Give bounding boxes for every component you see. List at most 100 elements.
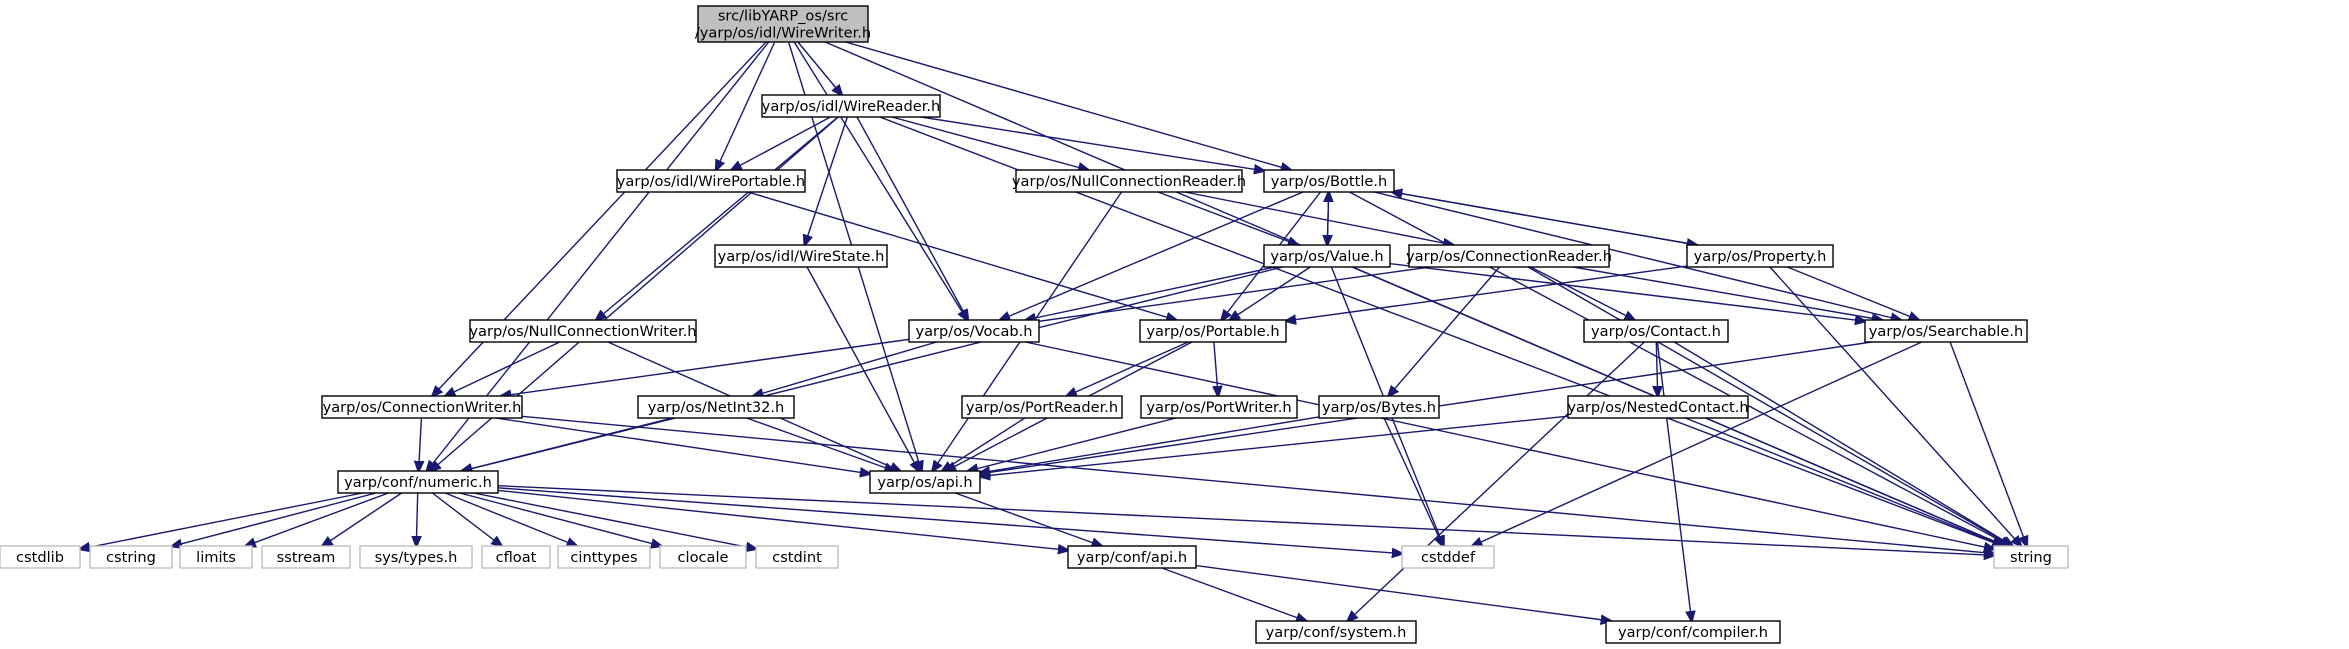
node-numeric[interactable]: yarp/conf/numeric.h: [337, 470, 499, 494]
node-box-cstdlib: [0, 545, 81, 569]
node-label-cstring-0: cstring: [106, 549, 156, 566]
node-label-netint32-0: yarp/os/NetInt32.h: [648, 399, 785, 416]
edge-netint32-to-osapi: [746, 417, 895, 471]
nodes-layer: src/libYARP_os/src/yarp/os/idl/WireWrite…: [0, 5, 2069, 644]
edge-numeric-to-cstddef: [497, 487, 1402, 554]
node-portwriter[interactable]: yarp/os/PortWriter.h: [1140, 395, 1298, 419]
edge-numeric-to-sstream: [322, 492, 402, 546]
node-cstddef: cstddef: [1401, 545, 1495, 569]
edge-numeric-to-cfloat: [431, 492, 501, 546]
node-nullconnreader[interactable]: yarp/os/NullConnectionReader.h: [1012, 169, 1246, 193]
node-label-wirereader-0: yarp/os/idl/WireReader.h: [762, 98, 941, 115]
edge-numeric-to-cstdint: [473, 492, 756, 549]
edge-wirestate-to-osapi: [806, 266, 919, 471]
node-portable[interactable]: yarp/os/Portable.h: [1139, 319, 1287, 343]
node-box-property: [1686, 244, 1834, 268]
edge-wirereader-to-wirestate: [805, 116, 848, 245]
node-bytes[interactable]: yarp/os/Bytes.h: [1318, 395, 1440, 419]
node-value[interactable]: yarp/os/Value.h: [1263, 244, 1391, 268]
node-label-numeric-0: yarp/conf/numeric.h: [344, 474, 492, 491]
node-contact[interactable]: yarp/os/Contact.h: [1583, 319, 1729, 343]
node-wirereader[interactable]: yarp/os/idl/WireReader.h: [761, 94, 941, 118]
edge-connwriter-to-string: [521, 415, 1994, 553]
node-label-cstdlib-0: cstdlib: [16, 549, 64, 566]
edge-wirereader-to-nullconnwriter: [596, 116, 839, 320]
edge-wirereader-to-bottle: [920, 116, 1264, 171]
node-box-searchable: [1864, 319, 2028, 343]
node-label-connwriter-0: yarp/os/ConnectionWriter.h: [323, 399, 522, 416]
node-label-osapi-0: yarp/os/api.h: [877, 474, 972, 491]
node-searchable[interactable]: yarp/os/Searchable.h: [1864, 319, 2028, 343]
edge-value-to-vocab: [1026, 266, 1276, 320]
node-box-portable: [1139, 319, 1287, 343]
edge-numeric-to-limits: [246, 492, 389, 546]
edge-nestedcontact-to-osapi: [980, 415, 1569, 476]
edge-value-to-bottle: [1327, 192, 1328, 246]
node-wireportable[interactable]: yarp/os/idl/WirePortable.h: [616, 169, 806, 193]
node-box-cstring: [89, 545, 173, 569]
edge-nestedcontact-to-string: [1685, 417, 2003, 546]
node-root[interactable]: src/libYARP_os/src/yarp/os/idl/WireWrite…: [695, 5, 871, 43]
node-netint32[interactable]: yarp/os/NetInt32.h: [637, 395, 795, 419]
edge-root-to-wirereader: [797, 41, 842, 95]
node-connwriter[interactable]: yarp/os/ConnectionWriter.h: [321, 395, 523, 419]
node-box-cinttypes: [557, 545, 651, 569]
edge-value-to-searchable: [1389, 262, 1865, 322]
edge-vocab-to-string: [1025, 341, 1994, 549]
node-nullconnwriter[interactable]: yarp/os/NullConnectionWriter.h: [469, 319, 697, 343]
node-compiler[interactable]: yarp/conf/compiler.h: [1605, 620, 1781, 644]
node-connreader[interactable]: yarp/os/ConnectionReader.h: [1406, 244, 1612, 268]
node-limits: limits: [179, 545, 253, 569]
edge-connreader-to-bytes: [1388, 266, 1501, 396]
edge-bytes-to-cstddef: [1383, 417, 1443, 546]
node-system[interactable]: yarp/conf/system.h: [1255, 620, 1417, 644]
node-clocale: clocale: [659, 545, 747, 569]
node-label-compiler-0: yarp/conf/compiler.h: [1618, 624, 1768, 641]
edge-connwriter-to-osapi: [495, 417, 870, 474]
node-box-confapi: [1067, 545, 1197, 569]
edge-numeric-to-clocale: [459, 492, 661, 546]
edges-layer: [80, 41, 2027, 621]
edge-contact-to-system: [1348, 341, 1645, 621]
node-nestedcontact[interactable]: yarp/os/NestedContact.h: [1567, 395, 1749, 419]
node-osapi[interactable]: yarp/os/api.h: [869, 470, 981, 494]
node-box-clocale: [659, 545, 747, 569]
node-vocab[interactable]: yarp/os/Vocab.h: [908, 319, 1040, 343]
edge-bottle-to-string: [1349, 191, 2011, 546]
node-box-cstddef: [1401, 545, 1495, 569]
edge-wirereader-to-numeric: [431, 116, 839, 471]
node-box-root: [697, 5, 869, 43]
node-label-root-1: /yarp/os/idl/WireWriter.h: [695, 25, 871, 42]
node-box-sstream: [261, 545, 351, 569]
node-box-netint32: [637, 395, 795, 419]
edge-portable-to-portreader: [1067, 341, 1189, 396]
node-label-property-0: yarp/os/Property.h: [1694, 248, 1827, 265]
node-box-nestedcontact: [1567, 395, 1749, 419]
node-systypes: sys/types.h: [359, 545, 473, 569]
node-label-system-0: yarp/conf/system.h: [1266, 624, 1407, 641]
node-property[interactable]: yarp/os/Property.h: [1686, 244, 1834, 268]
node-box-bytes: [1318, 395, 1440, 419]
node-portreader[interactable]: yarp/os/PortReader.h: [961, 395, 1123, 419]
node-bottle[interactable]: yarp/os/Bottle.h: [1263, 169, 1395, 193]
edge-connreader-to-searchable: [1572, 266, 1882, 320]
node-wirestate[interactable]: yarp/os/idl/WireState.h: [714, 244, 888, 268]
edge-root-to-connwriter: [432, 41, 767, 396]
edge-numeric-to-systypes: [416, 492, 417, 546]
edge-bottle-to-vocab: [1000, 191, 1304, 320]
edge-portwriter-to-osapi: [968, 417, 1177, 471]
edge-nullconnreader-to-connreader: [1184, 191, 1454, 245]
edge-property-to-searchable: [1787, 266, 1918, 320]
edge-wireportable-to-portable: [747, 191, 1176, 320]
edge-wirereader-to-vocab: [856, 116, 968, 320]
node-confapi[interactable]: yarp/conf/api.h: [1067, 545, 1197, 569]
node-label-wireportable-0: yarp/os/idl/WirePortable.h: [617, 173, 805, 190]
edge-property-to-portable: [1286, 265, 1688, 321]
node-label-searchable-0: yarp/os/Searchable.h: [1869, 323, 2023, 340]
node-box-contact: [1583, 319, 1729, 343]
node-box-connreader: [1408, 244, 1610, 268]
node-box-nullconnreader: [1015, 169, 1243, 193]
node-box-osapi: [869, 470, 981, 494]
edge-wirereader-to-nullconnreader: [891, 116, 1088, 170]
